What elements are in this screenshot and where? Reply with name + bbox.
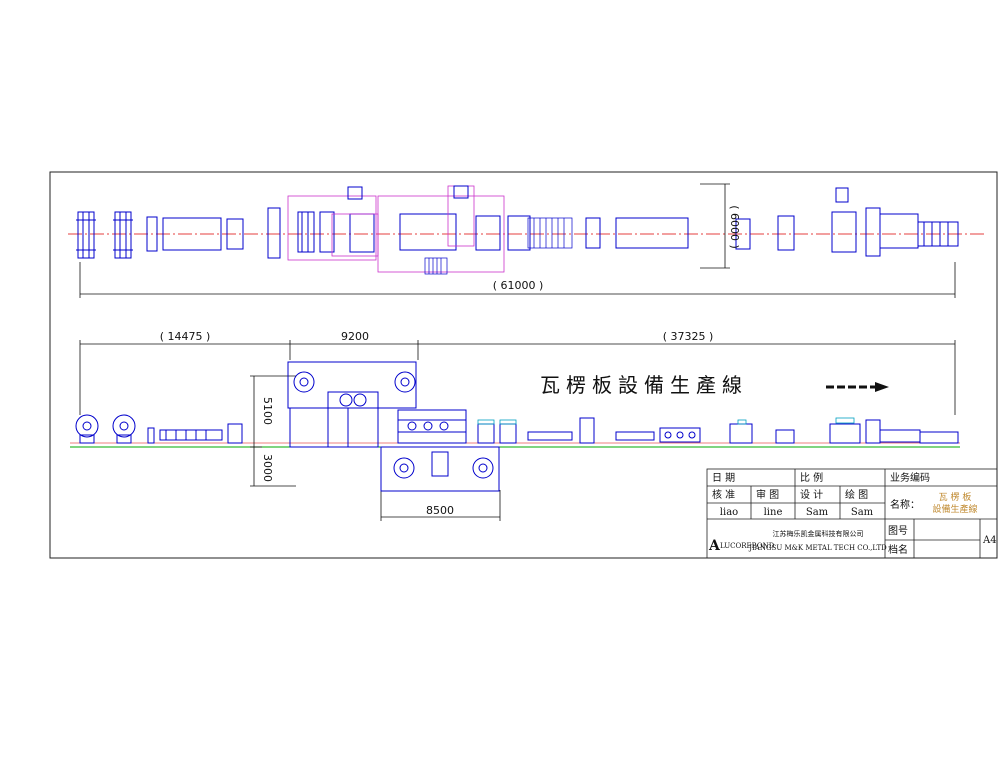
tb-name-line2: 設備生產線	[932, 503, 977, 515]
company-logo: A LUCOREBOND	[708, 538, 775, 554]
tb-design-value: Sam	[806, 507, 829, 518]
top-view: ( 61000 ) ( 6000 )	[68, 183, 985, 298]
tb-sheet-size: A4	[982, 535, 997, 546]
forming-units-side	[477, 417, 959, 444]
direction-arrow	[826, 382, 889, 392]
line-title: 瓦楞板設備生產線	[540, 373, 748, 397]
dim-total-label: ( 61000 )	[493, 279, 544, 292]
tb-draw-label: 绘 图	[845, 488, 868, 501]
side-view: ( 14475 ) 9200 ( 37325 ) 5100 3000 8500	[70, 330, 960, 521]
coating-tower	[287, 361, 467, 448]
side-cyan-details	[477, 417, 855, 425]
tb-date-label: 日 期	[712, 472, 735, 484]
title-block	[706, 468, 998, 559]
dimension-line-total	[79, 262, 956, 298]
shear-unit	[226, 218, 244, 250]
feed-unit	[585, 217, 601, 249]
tb-company-cn: 江苏梅乐凯金属科技有限公司	[773, 529, 864, 538]
leveler	[162, 217, 222, 251]
dimension-line-segments	[79, 340, 956, 415]
dim-bottom-label: 8500	[426, 504, 454, 517]
roll-former-top	[615, 217, 689, 249]
tb-name-line1: 瓦 楞 板	[939, 491, 972, 503]
tb-approve-value: liao	[720, 507, 738, 518]
decoiler-1	[76, 211, 96, 259]
tb-company-en: JIANGSU M&K METAL TECH CO.,LTD	[748, 544, 887, 552]
tb-drawing-no-label: 图号	[888, 525, 908, 537]
lower-coil-section	[380, 446, 500, 492]
dim-mid-label: 9200	[341, 330, 369, 343]
coating-section	[267, 207, 531, 259]
decoiler-2	[113, 211, 133, 259]
hydraulic-station-top	[777, 215, 795, 251]
tb-code-label: 业务编码	[890, 471, 930, 484]
tb-review-label: 审 图	[756, 488, 779, 501]
dim-left-label: ( 14475 )	[160, 330, 211, 343]
drawing-frame	[49, 171, 998, 559]
guide-unit	[146, 216, 158, 252]
tb-draw-value: Sam	[851, 507, 874, 518]
stair-platform	[424, 257, 448, 275]
cut-unit-top	[735, 218, 751, 250]
dimension-line-width	[700, 183, 730, 269]
operator-console-top	[347, 185, 469, 200]
tb-name-label: 名称：	[890, 498, 920, 511]
tb-approve-label: 核 准	[712, 488, 735, 501]
tb-review-value: line	[764, 507, 783, 518]
dim-height-lower-label: 3000	[261, 454, 274, 482]
logo-letter: A	[708, 538, 721, 554]
leveler-side	[147, 423, 243, 444]
logo-text: LUCOREBOND	[720, 542, 775, 550]
dimension-line-bottom	[380, 490, 501, 521]
stacker-top	[831, 187, 959, 257]
decoiler-side-2	[112, 414, 136, 444]
decoiler-side-1	[75, 414, 99, 444]
roller-conveyor-top	[527, 217, 573, 249]
tb-file-name-label: 档名	[888, 543, 908, 556]
tb-design-label: 设 计	[800, 488, 823, 501]
dim-right-label: ( 37325 )	[663, 330, 714, 343]
dim-height-upper-label: 5100	[261, 397, 274, 425]
dim-width-label: ( 6000 )	[728, 205, 741, 249]
tb-scale-label: 比 例	[800, 471, 823, 484]
